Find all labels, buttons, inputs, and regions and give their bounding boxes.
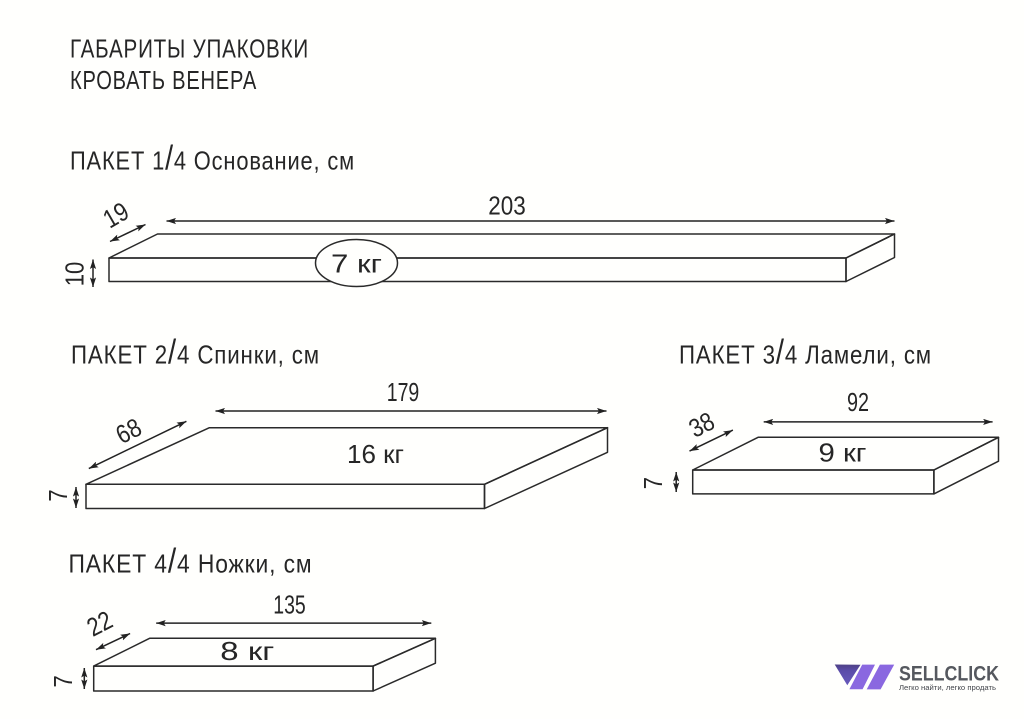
svg-text:КРОВАТЬ ВЕНЕРА: КРОВАТЬ ВЕНЕРА	[70, 65, 257, 95]
svg-text:10: 10	[61, 262, 90, 287]
svg-text:ПАКЕТ 2/4 Спинки, см: ПАКЕТ 2/4 Спинки, см	[71, 334, 320, 372]
svg-text:179: 179	[387, 377, 420, 407]
svg-text:7: 7	[44, 489, 73, 501]
svg-text:135: 135	[273, 590, 306, 620]
svg-text:ГАБАРИТЫ УПАКОВКИ: ГАБАРИТЫ УПАКОВКИ	[70, 34, 309, 64]
svg-text:ПАКЕТ 3/4 Ламели, см: ПАКЕТ 3/4 Ламели, см	[679, 334, 932, 372]
svg-text:Легко найти, легко продать: Легко найти, легко продать	[899, 684, 996, 692]
svg-text:ПАКЕТ 4/4 Ножки, см: ПАКЕТ 4/4 Ножки, см	[69, 542, 313, 580]
svg-text:16 кг: 16 кг	[347, 439, 404, 469]
svg-text:7 кг: 7 кг	[331, 249, 382, 279]
svg-text:7: 7	[49, 675, 78, 687]
svg-text:ПАКЕТ 1/4 Основание, см: ПАКЕТ 1/4 Основание, см	[70, 140, 355, 178]
svg-text:8 кг: 8 кг	[220, 636, 274, 666]
svg-text:7: 7	[639, 477, 668, 489]
svg-text:9 кг: 9 кг	[819, 438, 867, 468]
svg-text:92: 92	[847, 387, 869, 417]
svg-text:SELLCLICK: SELLCLICK	[899, 663, 999, 686]
svg-text:203: 203	[488, 191, 526, 221]
